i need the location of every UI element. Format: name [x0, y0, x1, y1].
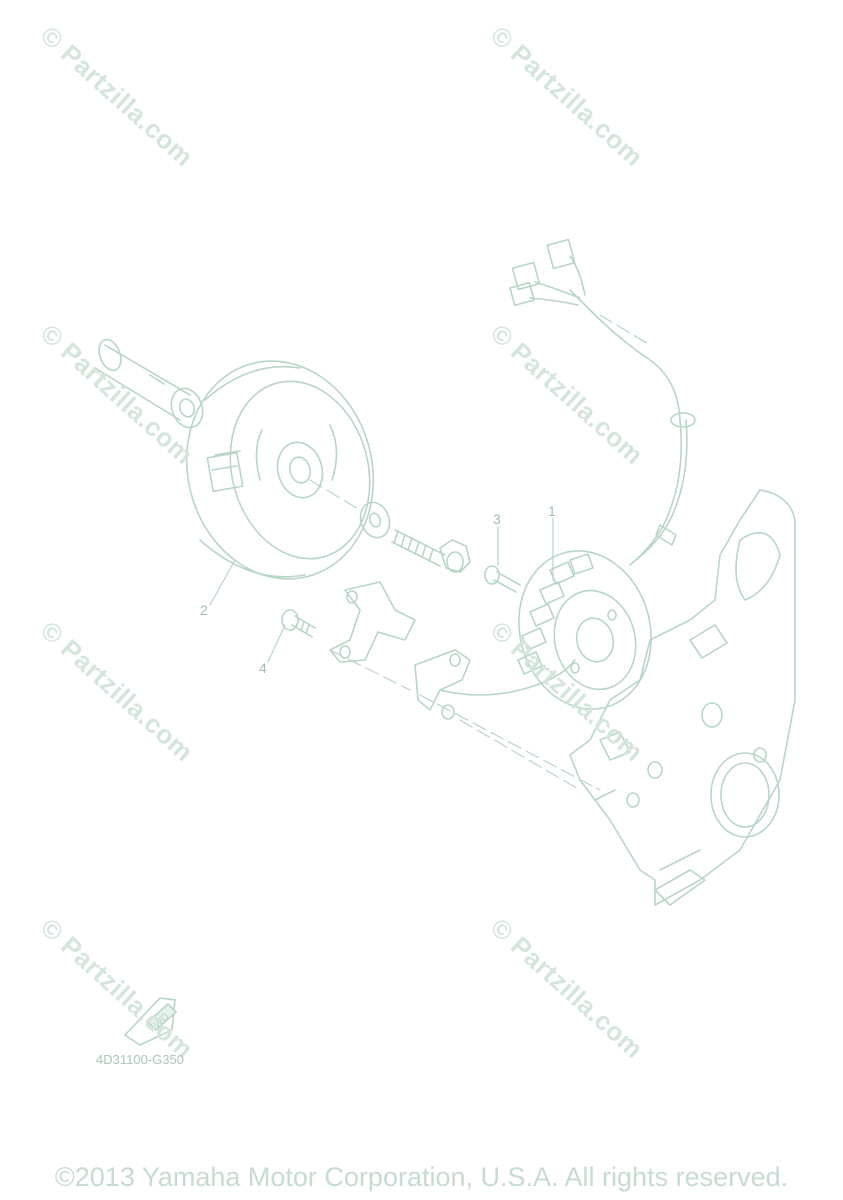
- crankshaft-end: [94, 338, 204, 429]
- copyright-notice: ©2013 Yamaha Motor Corporation, U.S.A. A…: [54, 1162, 789, 1192]
- pickup-coil: [414, 649, 576, 720]
- screw-4: [281, 609, 316, 638]
- washer: [359, 501, 391, 539]
- callout-2: 2: [200, 602, 208, 618]
- crankcase-cover: [569, 489, 796, 906]
- flywheel-rotor: [185, 360, 375, 580]
- stator-bracket: [329, 581, 416, 663]
- callout-4: 4: [259, 660, 267, 676]
- screw-3: [484, 565, 521, 593]
- callout-3: 3: [493, 511, 501, 527]
- wire-harness: [509, 238, 696, 566]
- callout-1: 1: [548, 503, 556, 519]
- diagram-code: 4D31100-G350: [96, 1052, 184, 1067]
- flywheel-nut: [391, 529, 471, 573]
- stator-assembly: [517, 550, 652, 710]
- assembly-lines: [309, 314, 651, 791]
- callout-leaders: [209, 517, 554, 663]
